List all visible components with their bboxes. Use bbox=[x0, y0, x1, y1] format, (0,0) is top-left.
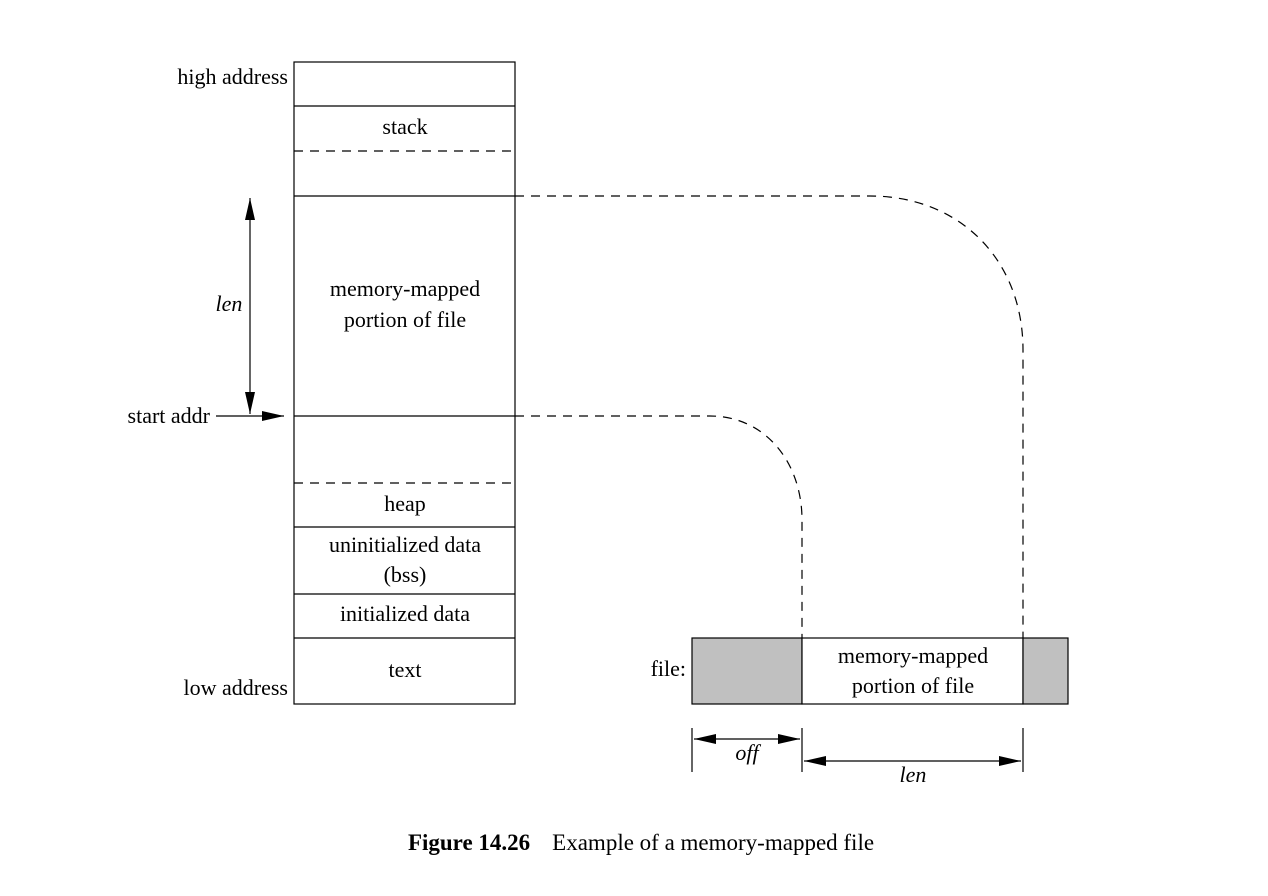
heap-label: heap bbox=[384, 491, 426, 516]
off-label: off bbox=[735, 740, 761, 765]
file-unmapped-suffix bbox=[1022, 637, 1069, 705]
initialized-data-label: initialized data bbox=[340, 601, 470, 626]
stack-label: stack bbox=[382, 114, 427, 139]
bss-label-line2: (bss) bbox=[384, 562, 427, 587]
file-mapped-label-line2: portion of file bbox=[852, 673, 974, 698]
file-unmapped-prefix bbox=[691, 637, 803, 705]
start-addr-label: start addr bbox=[128, 403, 211, 428]
file-mapped-label-line1: memory-mapped bbox=[838, 643, 988, 668]
mapping-connector-top bbox=[515, 195, 1024, 638]
address-space-column: stack memory-mapped portion of file heap… bbox=[293, 61, 516, 705]
mapped-region-label-line1: memory-mapped bbox=[330, 276, 480, 301]
bss-label-line1: uninitialized data bbox=[329, 532, 481, 557]
figure-caption: Figure 14.26 Example of a memory-mapped … bbox=[408, 830, 874, 855]
figure-caption-text: Example of a memory-mapped file bbox=[552, 830, 874, 855]
text-segment-label: text bbox=[389, 657, 422, 682]
file-mapped-portion bbox=[801, 637, 1024, 705]
file-bar: memory-mapped portion of file bbox=[691, 637, 1069, 705]
address-space-outline bbox=[293, 61, 516, 705]
len-horizontal-label: len bbox=[900, 762, 927, 787]
mapping-connector-bottom bbox=[515, 415, 803, 638]
file-label: file: bbox=[651, 656, 686, 681]
mapped-region-label-line2: portion of file bbox=[344, 307, 466, 332]
figure-number: Figure 14.26 bbox=[408, 830, 530, 855]
high-address-label: high address bbox=[177, 64, 288, 89]
len-vertical-label: len bbox=[216, 291, 243, 316]
low-address-label: low address bbox=[184, 675, 288, 700]
